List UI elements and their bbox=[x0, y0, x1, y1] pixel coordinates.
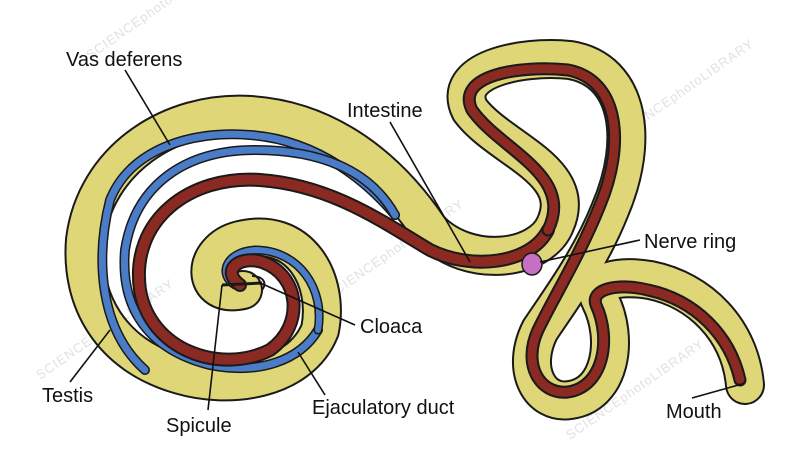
cloaca bbox=[251, 275, 266, 291]
leader-lines bbox=[69, 69, 743, 411]
leader-ejaculatory-duct bbox=[297, 351, 326, 396]
label-spicule: Spicule bbox=[166, 415, 232, 437]
label-mouth: Mouth bbox=[666, 401, 722, 423]
leader-testis bbox=[69, 329, 111, 383]
label-testis: Testis bbox=[42, 385, 93, 407]
label-intestine: Intestine bbox=[347, 100, 423, 122]
leader-nerve-ring bbox=[539, 239, 641, 263]
labels: Vas deferens Intestine Nerve ring Cloaca… bbox=[42, 49, 736, 437]
label-ejaculatory-duct: Ejaculatory duct bbox=[312, 397, 455, 419]
nerve-ring bbox=[521, 252, 543, 276]
spicule bbox=[221, 281, 263, 287]
leader-cloaca bbox=[257, 281, 356, 326]
leader-spicule bbox=[207, 284, 223, 411]
leader-intestine bbox=[389, 121, 471, 263]
label-vas-deferens: Vas deferens bbox=[66, 49, 182, 71]
intestine-tube bbox=[131, 62, 747, 399]
leader-mouth bbox=[691, 383, 743, 399]
leader-vas-deferens bbox=[124, 69, 171, 146]
label-nerve-ring: Nerve ring bbox=[644, 231, 736, 253]
label-cloaca: Cloaca bbox=[360, 316, 423, 338]
